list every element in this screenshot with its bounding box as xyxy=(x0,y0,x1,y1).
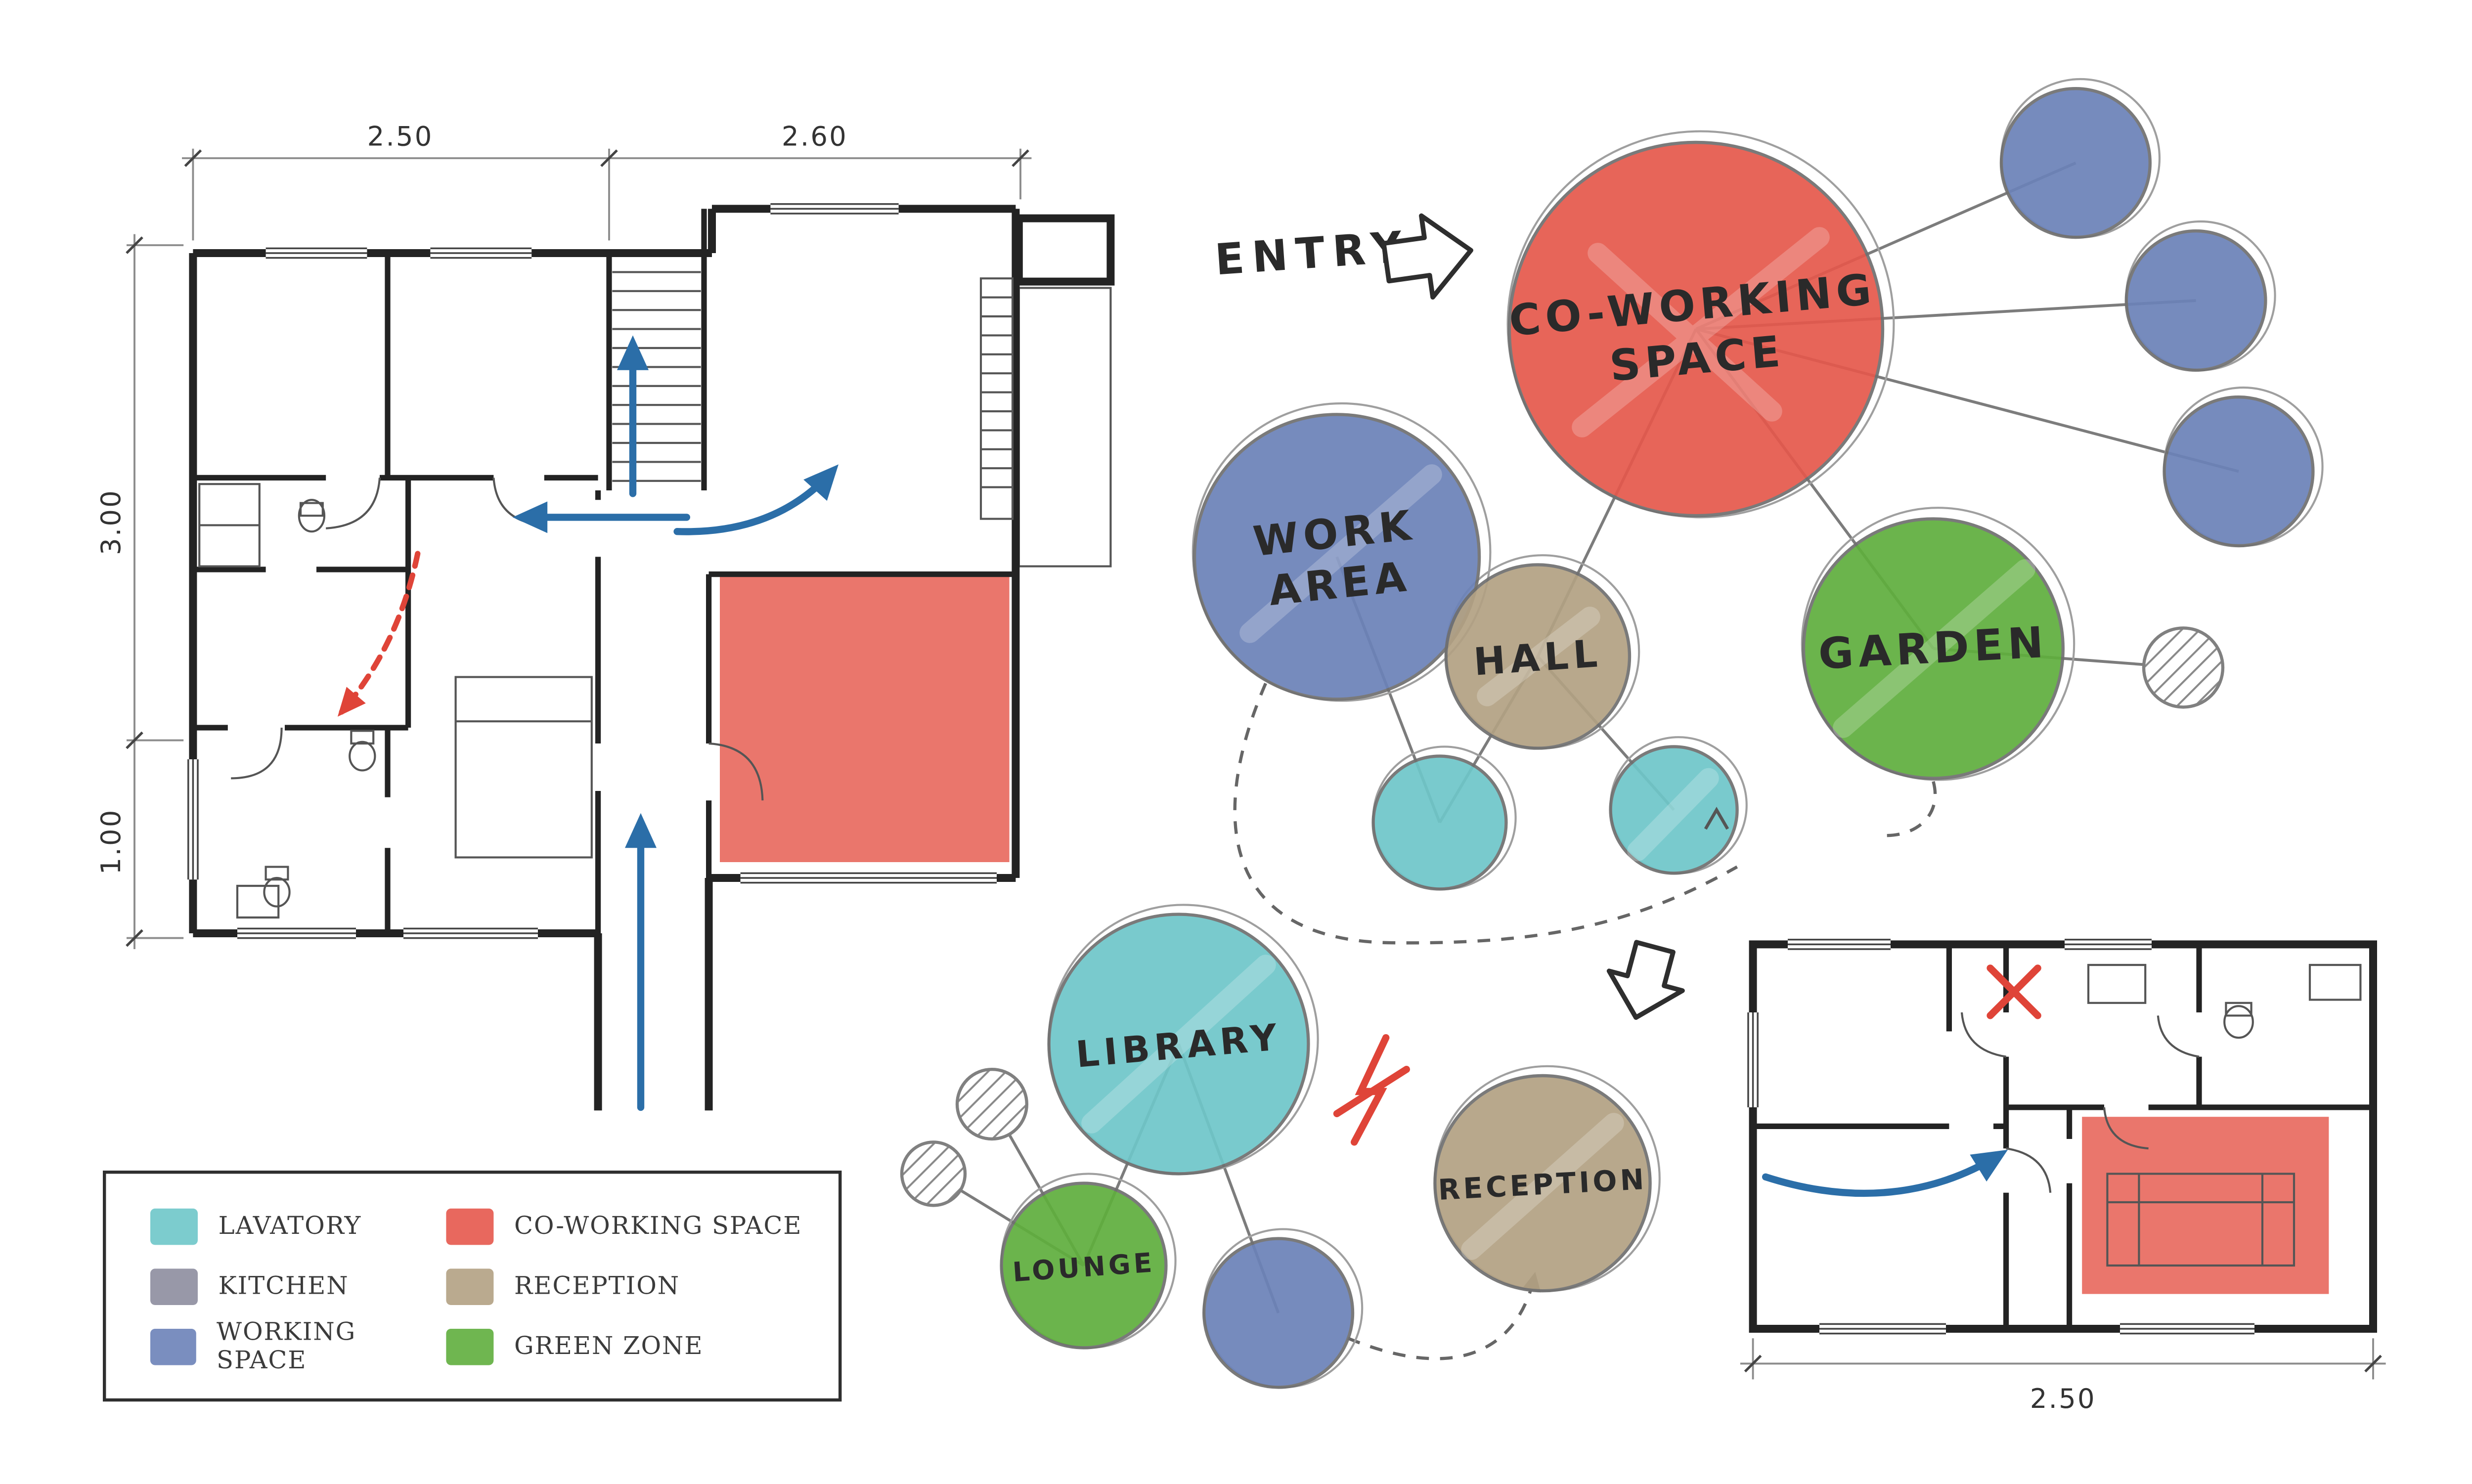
interior-walls-small xyxy=(1753,944,2374,1329)
hatched-service-bubble xyxy=(955,1068,1029,1141)
legend-label-reception: RECEPTION xyxy=(514,1271,680,1301)
legend-swatch-coworking-space xyxy=(446,1208,494,1244)
legend-label-lavatory: LAVATORY xyxy=(218,1212,362,1240)
legend-swatch-kitchen xyxy=(150,1267,198,1305)
legend-label-coworking-space: CO-WORKING SPACE xyxy=(514,1212,802,1240)
balcony-outline xyxy=(1015,214,1115,286)
legend-item-coworking-space: CO-WORKING SPACE xyxy=(446,1208,823,1244)
dashed-relations xyxy=(1233,683,1937,945)
window-glazing-lines-small xyxy=(1747,939,2255,1335)
watercolor-streaks xyxy=(1081,227,2035,1260)
coworking-zone-highlight-small xyxy=(2082,1117,2329,1294)
legend-item-working-space: WORKING SPACE xyxy=(150,1318,446,1375)
library-bubble xyxy=(1047,913,1310,1176)
lounge-bubble xyxy=(1000,1181,1168,1350)
legend-item-lavatory: LAVATORY xyxy=(150,1208,446,1244)
outer-walls-small xyxy=(1749,940,2378,1333)
dim-top-right: 2.60 xyxy=(782,121,848,152)
sketch-ring xyxy=(1506,130,1895,519)
circulation-arrow-curve xyxy=(673,464,839,535)
dim-top-left: 2.50 xyxy=(367,121,434,152)
coworking-zone-highlight xyxy=(720,574,1010,862)
lavatory-bubble xyxy=(1609,745,1739,875)
legend: LAVATORY KITCHEN WORKING SPACE CO-WORKIN… xyxy=(103,1171,842,1402)
reception-bubble xyxy=(1433,1074,1652,1293)
working-space-satellite-bubble xyxy=(1999,87,2152,239)
hatched-service-bubble xyxy=(900,1140,967,1207)
dimension-lines-small xyxy=(1740,1338,2386,1380)
flow-down-arrow-icon xyxy=(1606,940,1685,1020)
circulation-arrow-small xyxy=(1762,1149,2008,1197)
hall-bubble xyxy=(1444,563,1632,750)
stair-treads xyxy=(612,271,701,482)
dim-left-lower: 1.00 xyxy=(95,808,127,874)
working-space-satellite-bubble xyxy=(1202,1237,1355,1389)
working-space-satellite-bubble xyxy=(2124,229,2267,372)
work-area-bubble xyxy=(1192,413,1481,701)
legend-label-kitchen: KITCHEN xyxy=(218,1271,349,1301)
legend-label-working-space: WORKING SPACE xyxy=(217,1317,356,1375)
hall-label: HALL xyxy=(1472,632,1604,685)
garden-bubble xyxy=(1802,517,2065,780)
floorplan-main: 2.50 2.60 3.00 1.00 xyxy=(95,121,1115,1111)
furniture xyxy=(198,483,593,919)
garden-label: GARDEN xyxy=(1817,618,2050,679)
dim-left-upper: 3.00 xyxy=(95,489,127,555)
window-glazing-lines xyxy=(187,203,997,939)
sketch-ring xyxy=(1192,402,1492,702)
legend-swatch-green-zone xyxy=(446,1328,494,1364)
blocked-route-x-icon xyxy=(1986,964,2041,1019)
dim-bottom-small: 2.50 xyxy=(2030,1383,2096,1414)
fixtures-small xyxy=(2087,963,2362,1267)
legend-swatch-working-space xyxy=(150,1328,196,1364)
dimension-ticks-small xyxy=(1744,1354,2382,1373)
working-space-satellite-bubble xyxy=(2163,395,2315,548)
sketch-ring xyxy=(1801,507,2075,781)
restricted-route-arrow xyxy=(337,551,421,717)
legend-item-green-zone: GREEN ZONE xyxy=(446,1328,823,1364)
door-swings xyxy=(231,478,764,801)
interior-walls xyxy=(193,209,1016,934)
legend-label-green-zone: GREEN ZONE xyxy=(514,1332,704,1360)
legend-item-kitchen: KITCHEN xyxy=(150,1267,446,1305)
dashed-relation-reception xyxy=(1347,1271,1541,1360)
dimension-ticks xyxy=(126,149,1029,947)
door-swings-small xyxy=(1960,1012,2200,1193)
floorplan-small: 2.50 xyxy=(1740,938,2386,1414)
entry-label: ENTRY xyxy=(1213,222,1412,285)
entry-arrow-icon xyxy=(1381,213,1473,300)
hatched-service-bubble xyxy=(2142,626,2225,709)
entry-walkway-walls xyxy=(594,878,713,1111)
legend-swatch-lavatory xyxy=(150,1208,198,1244)
radiator-strip xyxy=(979,277,1014,520)
small-chevron-mark xyxy=(1704,807,1729,830)
dimension-lines xyxy=(127,148,1032,950)
terrace-outline xyxy=(1017,287,1112,567)
lavatory-bubble xyxy=(1371,754,1508,891)
bubble-diagram: CO-WORKING SPACE WORK AREA HALL GARDEN L… xyxy=(900,78,2324,1389)
legend-swatch-reception xyxy=(446,1267,494,1305)
broken-link-slash xyxy=(1333,1066,1411,1118)
coworking-bubble xyxy=(1507,140,1885,518)
legend-item-reception: RECEPTION xyxy=(446,1267,823,1305)
